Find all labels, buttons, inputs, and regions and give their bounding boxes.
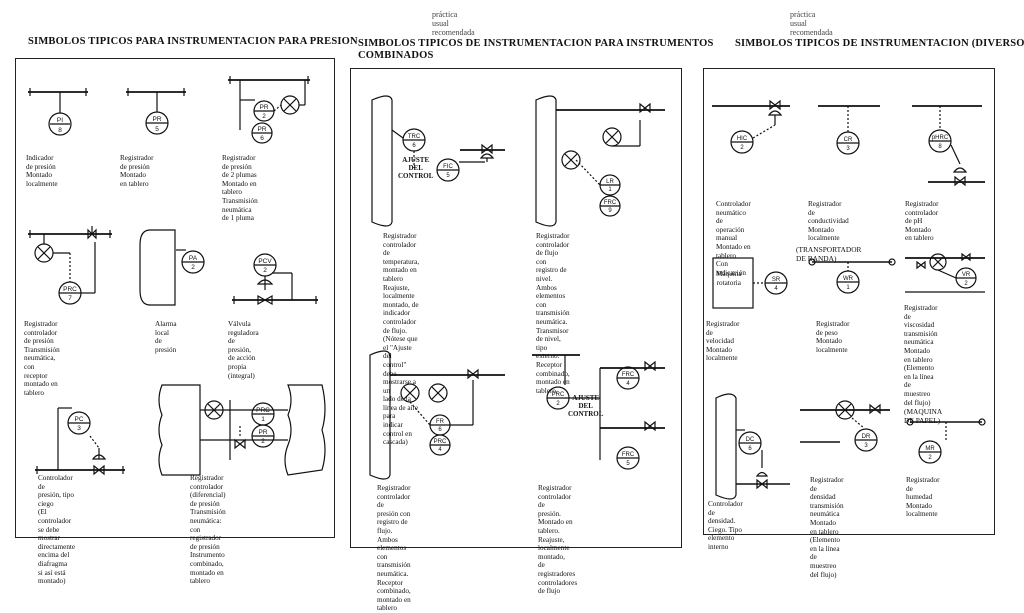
caption: Controlador de densidad. Ciego. Tipo ele… [708,500,743,551]
tag-num: 3 [846,146,850,152]
panel-title: SIMBOLOS TIPICOS DE INSTRUMENTACION PARA… [358,38,714,61]
caption: Válvula reguladora de presión, de acción… [228,320,259,380]
presion-tags: PI 8 PR 5 PR 2 PR 6 PRC 7 PA 2 PCV 2 PC … [57,104,272,445]
panel-frame [350,68,682,548]
top-faint-text: práctica usual recomendada [432,10,475,37]
tag-num: 8 [58,127,62,134]
caption: Alarma local de presión [155,320,177,354]
top-faint-text: práctica usual recomendada [790,10,833,37]
tag-pr: PR [152,116,161,123]
instrument-bubble-pi-8 [48,112,72,136]
caption: Registrador de viscosidad transmisión ne… [904,304,938,407]
tag-hic: HIC [737,136,748,142]
tag-vr: VR [962,272,971,278]
panel-title: SIMBOLOS TIPICOS DE INSTRUMENTACION (DIV… [735,38,1024,49]
tag-num: 2 [191,264,195,271]
diversos-tags: HIC 2 CR 3 pHRC 8 SR 4 WR 1 VR 2 DC 6 DR… [737,135,971,461]
tag-num: 4 [438,447,442,453]
tag-num: 2 [740,145,744,151]
ajuste-label: AJUSTE DEL CONTROL [398,156,434,180]
tag-prc: PRC [256,407,270,414]
panel-title: SIMBOLOS TIPICOS PARA INSTRUMENTACION PA… [28,36,358,47]
tag-pc: PC [74,416,83,423]
tag-num: 2 [556,401,560,407]
caption: Registrador de peso Montado localmente [816,320,850,354]
caption: Registrador de presión de 2 plumas Monta… [222,154,258,223]
tag-num: 2 [928,455,932,461]
tag-prc: PRC [63,286,77,293]
caption: Registrador de humedad Montado localment… [906,476,940,519]
tag-num: 8 [938,144,942,150]
ajuste-label: AJUSTE DEL CONTROL [568,394,604,418]
tag-num: 2 [964,281,968,287]
tag-mr: MR [925,446,935,452]
tag-num: 1 [846,285,850,291]
tag-num: 5 [446,173,450,179]
panel-frame [703,68,995,535]
tag-frc: FRC [622,372,635,378]
presion-diagrams [28,76,326,476]
tag-frc: FRC [604,200,617,206]
tag-fr: FR [436,419,445,425]
tag-num: 4 [626,381,630,387]
tag-num: 6 [412,143,416,149]
diversos-diagrams [712,99,986,500]
tag-num: 6 [748,446,752,452]
combinados-tags: TRC 6 FIC 5 LR 1 FRC 9 FR 6 PRC 4 PRC 2 … [408,134,635,467]
tag-dr: DR [862,434,871,440]
tag-prc: PRC [552,392,565,398]
tag-num: 1 [608,187,612,193]
tag-pa: PA [189,255,198,262]
tag-sr: SR [772,277,781,283]
caption: Registrador de conductividad Montado loc… [808,200,849,243]
caption: Indicador de presión Montado localmente [26,154,58,188]
tag-num: 2 [261,438,265,445]
tag-num: 5 [155,126,159,133]
tag-wr: WR [843,276,854,282]
transportador-label: (TRANSPORTADOR DE BANDA) [796,245,862,263]
caption: Registrador controlador de flujo con reg… [536,232,570,395]
tag-num: 5 [626,461,630,467]
tag-num: 9 [608,208,612,214]
tag-num: 2 [262,113,266,120]
tag-prc: PRC [434,439,447,445]
caption: Registrador de velocidad Montado localme… [706,320,740,363]
caption: Registrador controlador de pH Montado en… [905,200,939,243]
tag-fic: FIC [443,164,453,170]
combinados-diagrams [369,95,665,480]
tag-pr: PR [258,429,267,436]
tag-phrc: pHRC [932,135,949,141]
tag-num: 4 [774,286,778,292]
caption: Registrador de densidad transmisión neum… [810,476,844,579]
caption: Registrador de presión Montado en tabler… [120,154,154,188]
maquina-papel-label: (MAQUINA DE PAPEL) [904,407,942,425]
tag-dc: DC [746,437,755,443]
tag-num: 6 [260,135,264,142]
tag-pi: PI [57,117,63,124]
tag-pr: PR [257,126,266,133]
tag-trc: TRC [408,134,421,140]
tag-lr: LR [606,179,614,185]
tag-cr: CR [844,137,853,143]
caption: Controlador neumático de operación manua… [716,200,751,277]
tag-num: 3 [864,443,868,449]
tag-frc: FRC [622,452,635,458]
caption: Registrador controlador de temperatura, … [383,232,420,447]
tag-num: 7 [68,295,72,302]
tag-num: 6 [438,427,442,433]
tag-num: 1 [261,416,265,423]
tag-pr: PR [259,104,268,111]
maquina-rotatoria-label: Máquina rotatoria [716,270,742,287]
tag-pcv: PCV [258,258,272,265]
tag-num: 2 [263,267,267,274]
tag-num: 3 [77,425,81,432]
caption: Registrador controlador de presión Trans… [24,320,60,397]
